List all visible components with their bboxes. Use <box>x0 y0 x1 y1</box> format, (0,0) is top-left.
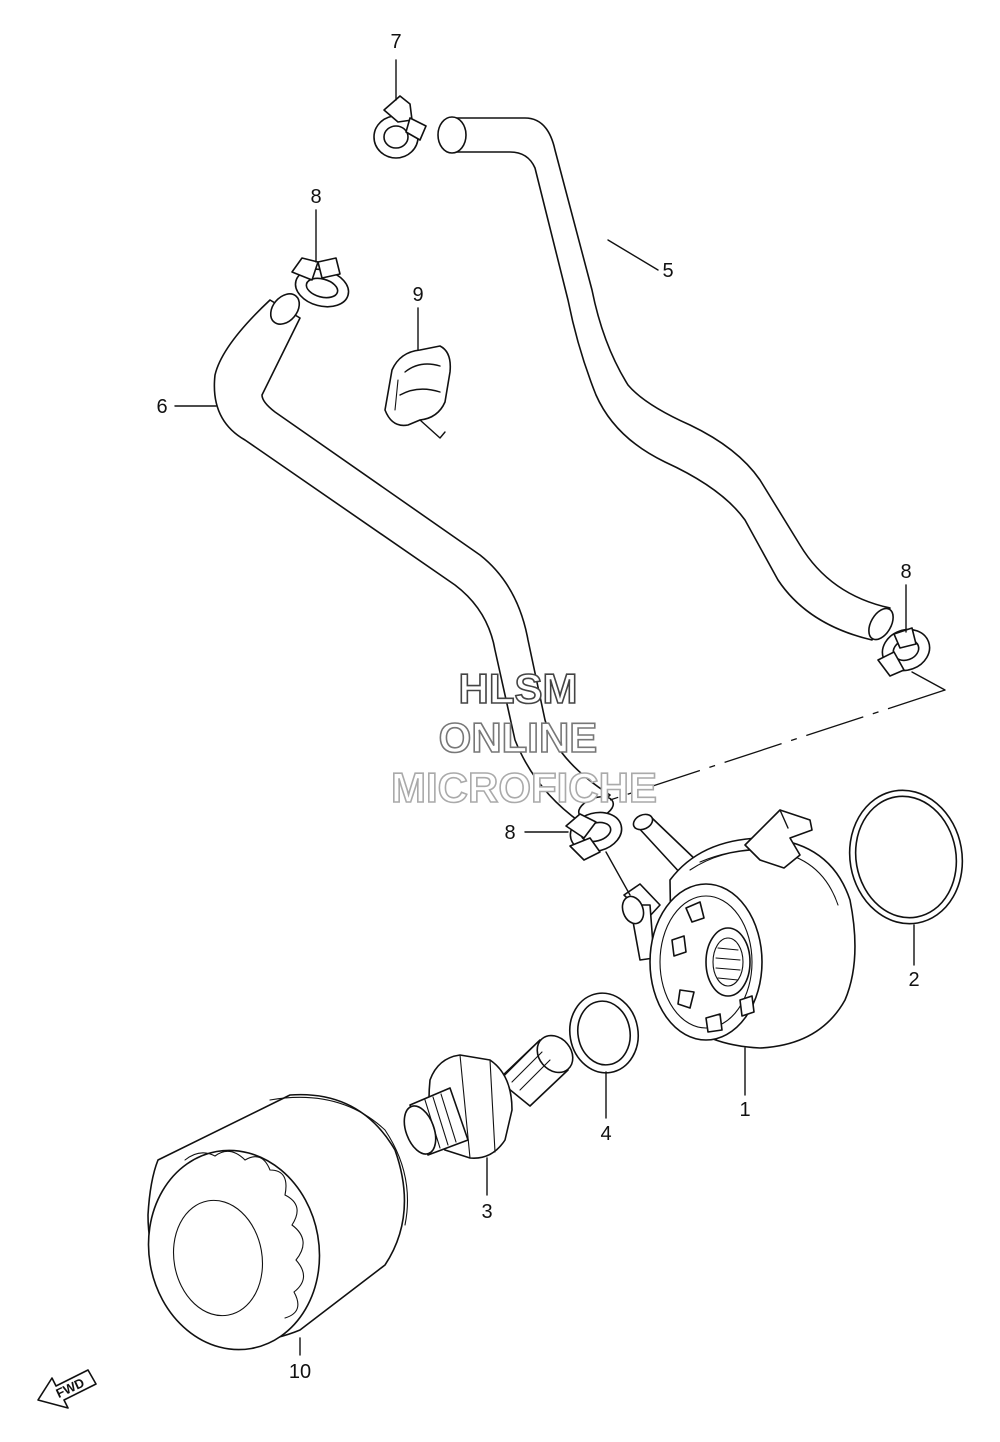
gasket-part-4[interactable] <box>564 988 645 1079</box>
callout-2: 2 <box>908 969 919 991</box>
hose-clamp-part-8-lower[interactable] <box>565 807 626 861</box>
oil-filter-part-10[interactable] <box>133 1093 409 1364</box>
watermark-line-1: HLSM <box>459 665 578 712</box>
hose-clamp-part-8-right[interactable] <box>877 623 936 677</box>
leader-lines <box>174 59 915 1356</box>
callout-10: 10 <box>289 1361 311 1383</box>
forward-arrow-icon: FWD <box>37 1369 97 1409</box>
callout-labels: 7 8 9 5 6 8 8 2 1 4 3 10 <box>156 31 919 1383</box>
callout-1: 1 <box>739 1099 750 1121</box>
callout-6: 6 <box>156 396 167 418</box>
union-bolt-part-3[interactable] <box>398 1028 580 1159</box>
callout-3: 3 <box>481 1201 492 1223</box>
callout-4: 4 <box>600 1123 611 1145</box>
hose-part-5[interactable] <box>437 116 898 644</box>
oil-cooler-part-1[interactable] <box>605 809 856 1049</box>
o-ring-part-2[interactable] <box>839 781 973 932</box>
callout-5: 5 <box>662 260 673 282</box>
callout-8-right: 8 <box>900 561 911 583</box>
watermark: HLSM ONLINE MICROFICHE <box>390 664 658 812</box>
callout-8-lower: 8 <box>504 822 515 844</box>
callout-7: 7 <box>390 31 401 53</box>
hose-clip-part-9[interactable] <box>384 345 452 439</box>
hose-clamp-part-8-upper[interactable] <box>291 257 352 312</box>
callout-8-upper: 8 <box>310 186 321 208</box>
watermark-line-2: ONLINE <box>439 714 598 761</box>
watermark-line-3: MICROFICHE <box>391 764 657 811</box>
hose-clamp-part-7[interactable] <box>373 95 427 159</box>
callout-9: 9 <box>412 284 423 306</box>
assembly-guide-line <box>609 671 946 801</box>
